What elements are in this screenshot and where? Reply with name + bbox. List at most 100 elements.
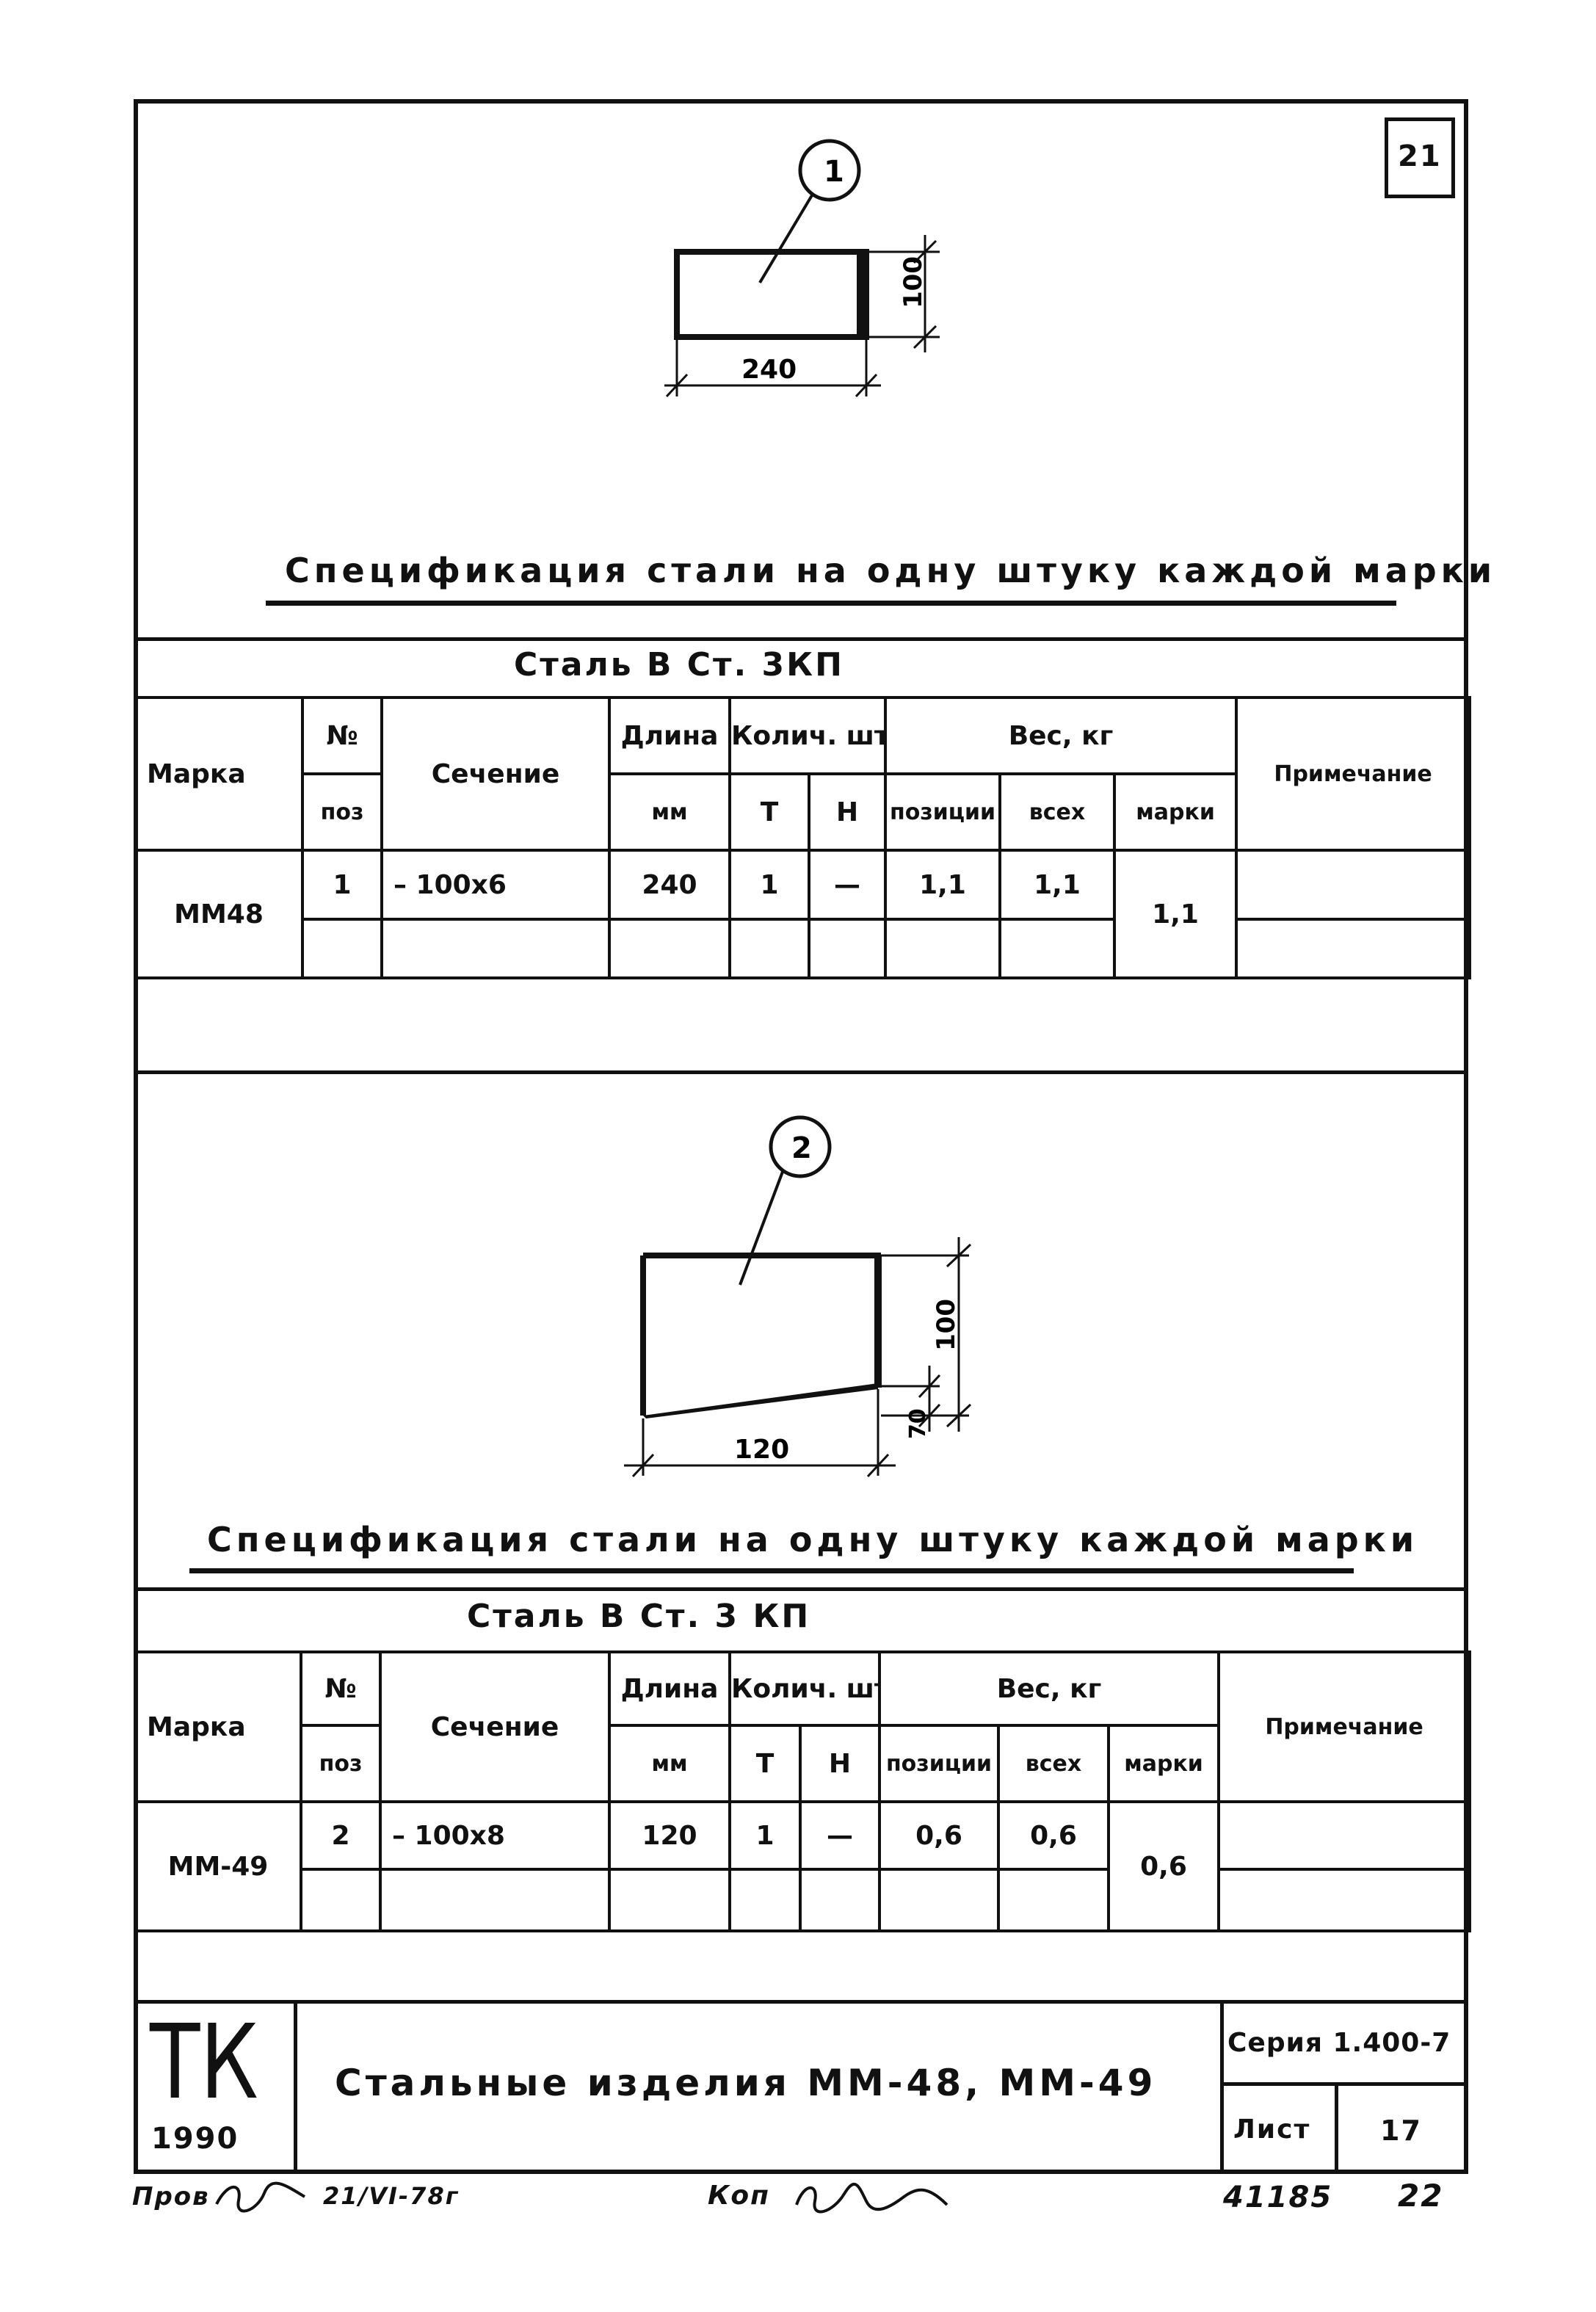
footer-checked-date: 21/VI-78г [323, 2182, 460, 2210]
spec-1-row-w-positions: 1,1 [884, 849, 1002, 921]
title-block-sheet-divider [1335, 2082, 1338, 2174]
sheet-number-box [1385, 117, 1455, 198]
spec-2-row-pos: 2 [300, 1800, 382, 1871]
checker-signature [215, 2181, 306, 2213]
spec-2-header-w-positions: позиции [878, 1724, 1000, 1803]
spec-2-row-w-mark: 0,6 [1106, 1800, 1221, 1932]
spec-1-steel: Сталь В Ст. 3КП [514, 646, 844, 684]
spec-1-header-qty-n: Н [807, 772, 888, 852]
spec-1-table: Марка № Сечение Длина Колич. шт. Вес, кг… [134, 696, 1472, 979]
spec-1-empty-cell [1235, 918, 1472, 979]
title-block-top-line [134, 2000, 1468, 2004]
spec-2-row-length: 120 [608, 1800, 731, 1871]
title-block-org-divider [294, 2000, 297, 2174]
spec-1-empty-cell [608, 918, 731, 979]
footer-copied: Коп [708, 2181, 771, 2211]
spec-2-empty-cell [728, 1868, 802, 1932]
drawing-frame [134, 99, 1468, 2174]
spec-2-top-line [134, 1587, 1468, 1591]
spec-1-row-qty-t: 1 [728, 849, 810, 921]
detail-2-offset-dim: 70 [905, 1408, 931, 1439]
spec-2-empty-cell [997, 1868, 1110, 1932]
spec-2-table: Марка № Сечение Длина Колич. шт Вес, кг … [134, 1650, 1472, 1932]
spec-2-empty-cell [799, 1868, 881, 1932]
spec-2-empty-cell [379, 1868, 611, 1932]
spec-2-title: Спецификация стали на одну штуку каждой … [207, 1520, 1419, 1559]
spec-2-row-w-all: 0,6 [997, 1800, 1110, 1871]
detail-1-position-label: 1 [824, 155, 844, 189]
spec-2-header-pos-no: № [300, 1650, 382, 1727]
spec-1-row-note [1235, 849, 1472, 921]
spec-1-top-line [134, 637, 1468, 641]
spec-1-header-length: Длина [608, 696, 731, 775]
footer-doc-number: 41185 [1223, 2181, 1333, 2214]
spec-1-header-length-unit: мм [608, 772, 731, 852]
spec-2-title-underline [189, 1568, 1354, 1573]
spec-1-empty-cell [301, 918, 383, 979]
spec-1-empty-cell [807, 918, 888, 979]
spec-1-empty-cell [998, 918, 1117, 979]
spec-2-header-w-all: всех [997, 1724, 1110, 1803]
spec-1-header-w-all: всех [998, 772, 1117, 852]
title-block-year: 1990 [151, 2122, 239, 2156]
detail-2-drawing: 2 100 70 120 [624, 1115, 972, 1478]
spec-2-header-weight: Вес, кг [877, 1650, 1221, 1727]
sheet-number-top: 21 [1398, 139, 1442, 173]
copier-signature [795, 2183, 948, 2214]
spec-2-steel: Сталь В Ст. 3 КП [467, 1598, 811, 1635]
title-block-series: Серия 1.400-7 [1227, 2028, 1451, 2058]
spec-1-header-w-mark: марки [1113, 772, 1238, 852]
spec-1-row-section: – 100x6 [380, 849, 611, 921]
spec-1-header-w-positions: позиции [884, 772, 1002, 852]
spec-1-title: Спецификация стали на одну штуку каждой … [285, 551, 1497, 590]
spec-1-header-weight: Вес, кг [884, 696, 1238, 775]
detail-1-drawing: 1 100 240 [664, 139, 940, 398]
spec-1-empty-cell [380, 918, 611, 979]
detail-2-width-dim: 120 [734, 1435, 789, 1465]
spec-1-header-section: Сечение [380, 696, 611, 852]
title-block-org: ТК [150, 2003, 258, 2123]
spec-2-header-section: Сечение [379, 1650, 611, 1803]
spec-1-header-pos: поз [301, 772, 383, 852]
spec-2-header-qty-n: Н [799, 1724, 881, 1803]
title-block-sheet-label: Лист [1233, 2114, 1311, 2145]
spec-1-row-qty-n: — [807, 849, 888, 921]
spec-1-row-w-all: 1,1 [998, 849, 1117, 921]
spec-2-header-qty: Колич. шт [728, 1650, 881, 1727]
spec-1-header-note: Примечание [1235, 696, 1472, 852]
spec-2-empty-cell [1217, 1868, 1472, 1932]
spec-1-empty-cell [884, 918, 1002, 979]
spec-2-header-length: Длина [608, 1650, 731, 1727]
spec-2-empty-cell [878, 1868, 1000, 1932]
spec-2-empty-cell [608, 1868, 731, 1932]
spec-1-row-pos: 1 [301, 849, 383, 921]
section-divider [134, 1070, 1468, 1074]
spec-1-header-qty-t: Т [728, 772, 810, 852]
spec-2-row-note [1217, 1800, 1472, 1871]
spec-2-header-pos: поз [300, 1724, 382, 1803]
spec-1-header-pos-no: № [301, 696, 383, 775]
spec-2-row-qty-n: — [799, 1800, 881, 1871]
detail-2-position-label: 2 [791, 1131, 812, 1165]
spec-1-row-length: 240 [608, 849, 731, 921]
spec-1-row-w-mark: 1,1 [1113, 849, 1238, 979]
detail-1-width-dim: 240 [741, 355, 797, 385]
title-block-series-divider [1220, 2000, 1224, 2174]
spec-2-header-mark: Марка [134, 1650, 302, 1803]
spec-2-row-section: – 100x8 [379, 1800, 611, 1871]
spec-2-row-qty-t: 1 [728, 1800, 802, 1871]
spec-1-title-underline [266, 601, 1396, 606]
detail-1-height-dim: 100 [899, 256, 928, 308]
footer-checked: Пров [132, 2182, 210, 2211]
spec-2-row-w-positions: 0,6 [878, 1800, 1000, 1871]
spec-2-row-mark: ММ-49 [134, 1800, 302, 1932]
spec-2-header-qty-t: Т [728, 1724, 802, 1803]
detail-2-height-dim: 100 [932, 1299, 961, 1351]
spec-2-header-w-mark: марки [1106, 1724, 1221, 1803]
spec-1-header-mark: Марка [134, 696, 304, 852]
spec-1-row-mark: ММ48 [134, 849, 304, 979]
spec-1-header-qty: Колич. шт. [728, 696, 888, 775]
title-block-sheet-value: 17 [1380, 2114, 1422, 2147]
footer-page: 22 [1398, 2178, 1444, 2214]
spec-2-header-note: Примечание [1217, 1650, 1472, 1803]
